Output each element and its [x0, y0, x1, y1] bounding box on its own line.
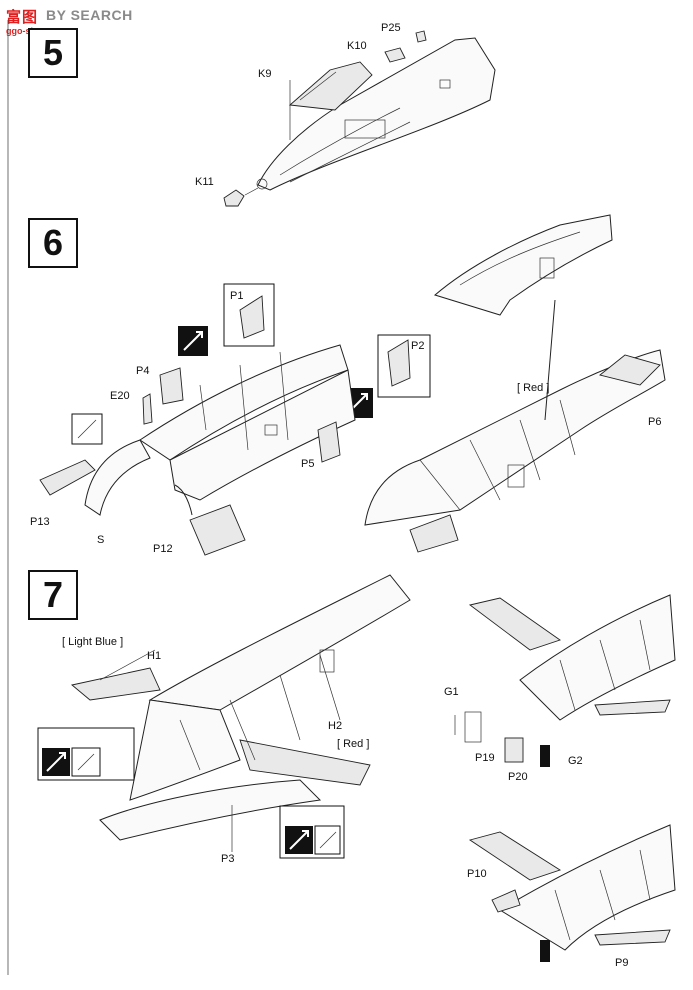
part-label-g2: G2 [568, 755, 583, 767]
part-label-p5: P5 [301, 458, 315, 470]
step7-right-bottom-drawing [468, 824, 676, 962]
step-number-6: 6 [28, 218, 78, 268]
part-label-p2: P2 [411, 340, 425, 352]
part-label-p12: P12 [153, 543, 173, 555]
part-label-p6: P6 [648, 416, 662, 428]
part-label-k11: K11 [195, 176, 214, 188]
color-note-red-step6: [ Red ] [517, 382, 550, 394]
step6-right-drawing [364, 214, 666, 553]
step-number-5: 5 [28, 28, 78, 78]
part-label-p9: P9 [615, 957, 629, 969]
step7-left-drawing [37, 574, 411, 859]
watermark-logo: 富图 [6, 9, 39, 26]
step-number-7: 7 [28, 570, 78, 620]
part-label-p3: P3 [221, 853, 235, 865]
part-label-p20: P20 [508, 771, 528, 783]
part-label-k9: K9 [258, 68, 272, 80]
part-label-p25: P25 [381, 22, 401, 34]
part-label-p19: P19 [475, 752, 495, 764]
step6-left-drawing [39, 283, 431, 556]
color-note-red-step7: [ Red ] [337, 738, 370, 750]
color-note-light-blue: [ Light Blue ] [62, 636, 124, 648]
part-label-g1: G1 [444, 686, 459, 698]
part-label-k10: K10 [347, 40, 367, 52]
part-label-h2: H2 [328, 720, 343, 732]
part-label-p4: P4 [136, 365, 150, 377]
part-label-p1: P1 [230, 290, 244, 302]
step5-nose-drawing [223, 30, 496, 207]
part-label-e20: E20 [110, 390, 130, 402]
step7-right-top-drawing [454, 594, 676, 767]
part-label-s: S [97, 534, 105, 546]
part-label-p13: P13 [30, 516, 50, 528]
part-label-p10: P10 [467, 868, 487, 880]
watermark-brand: BY SEARCH [46, 7, 133, 23]
part-label-h1: H1 [147, 650, 162, 662]
